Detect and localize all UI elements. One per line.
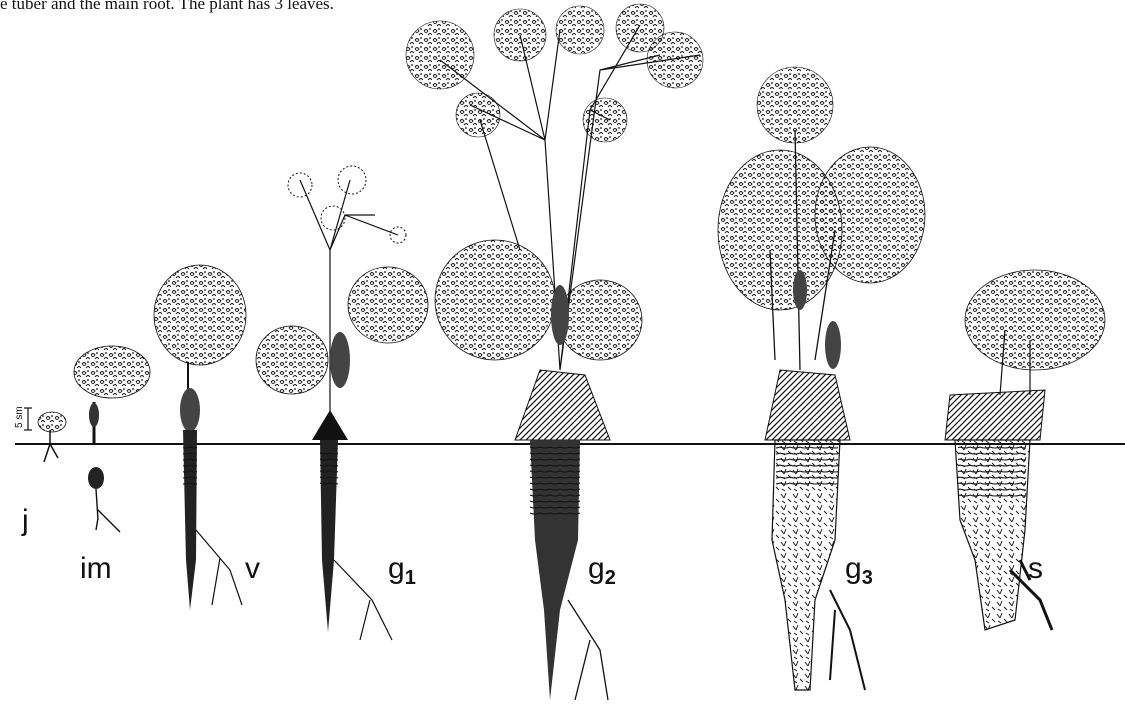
stage-label-v: v [245, 552, 260, 585]
stage-subscript-g2: 2 [605, 567, 616, 589]
plant-s [945, 270, 1105, 630]
scale-bar: 5 sm [14, 406, 32, 430]
scale-bar-label: 5 sm [14, 406, 25, 428]
stage-label-s: s [1028, 552, 1043, 585]
stage-labels: j im v g1 g2 g3 s [21, 504, 1043, 589]
plant-v [154, 265, 246, 610]
stage-subscript-g1: 1 [405, 567, 416, 589]
stage-label-j: j [21, 504, 29, 537]
stage-label-g2: g2 [588, 552, 616, 589]
stage-label-im: im [80, 552, 112, 585]
stage-subscript-g3: 3 [862, 567, 873, 589]
plant-im [74, 346, 150, 532]
plant-j [38, 412, 66, 462]
plant-g2 [406, 4, 703, 700]
plant-g3 [718, 67, 925, 690]
stage-label-g1: g1 [388, 552, 416, 589]
stage-label-g3: g3 [845, 552, 873, 589]
